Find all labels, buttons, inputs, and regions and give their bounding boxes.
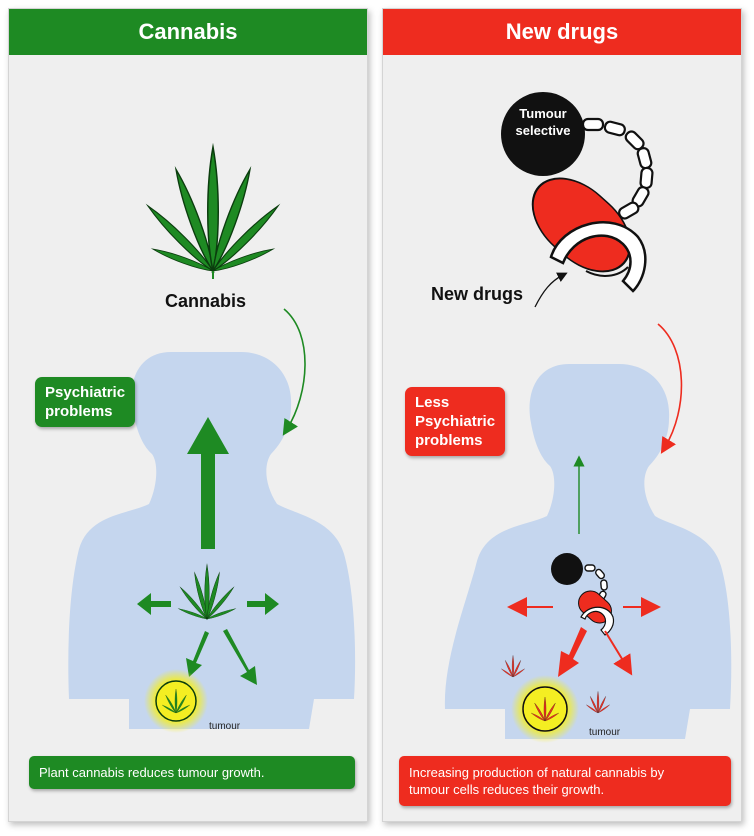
tumour-label: tumour [589,727,621,738]
cannabis-footer: Plant cannabis reduces tumour growth. [29,756,355,789]
new-drugs-panel-header: New drugs [383,9,741,55]
tumour-selective-label: Tumour selective [515,106,571,138]
right-arrow [247,593,279,615]
down-arrow [186,631,209,677]
receptor-base [585,266,629,277]
up-arrow [187,417,229,549]
tumour-selective-ball [501,92,585,176]
intake-arrow [657,323,683,454]
new-drugs-label: New drugs [431,284,524,304]
receptor-shape [549,221,647,293]
intake-arrow [282,308,306,436]
down-right-arrow [604,630,633,676]
drug-capsule-icon [531,177,632,273]
pointer-arrow [534,272,568,308]
cannabis-panel-header: Cannabis [9,9,367,55]
chain-linker [584,564,608,602]
cannabis-leaf-icon [144,145,282,279]
tumour-label: tumour [209,721,241,732]
new-drugs-footer: Increasing production of natural cannabi… [399,756,731,806]
tumour-selective-ball [551,553,583,585]
chain-linker [581,117,654,220]
less-psychiatric-problems-label: Less Psychiatric problems [405,387,506,456]
cannabis-panel: Cannabis [8,8,368,822]
body-silhouette [444,364,732,739]
psychiatric-problems-label: Psychiatric problems [35,377,136,427]
left-arrow [137,593,171,615]
down-right-arrow [223,629,257,685]
cannabis-label: Cannabis [165,291,247,311]
new-drugs-panel: New drugs [382,8,742,822]
cannabis-illustration [68,145,356,733]
new-drugs-illustration [444,92,732,743]
down-arrow [558,627,587,677]
